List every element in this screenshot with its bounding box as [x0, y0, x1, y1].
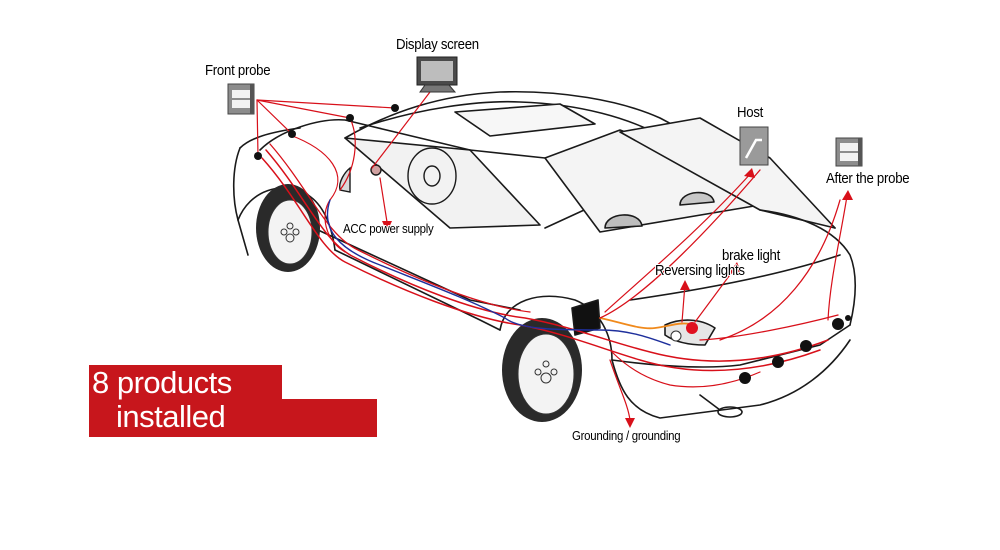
host-icon: [739, 126, 769, 166]
banner-background-top: [89, 365, 282, 399]
display-screen-icon: [416, 56, 458, 93]
banner-line-1: 8 products: [92, 365, 232, 400]
label-host: Host: [737, 104, 764, 121]
wiring: [256, 91, 848, 421]
reversing-light-dot: [670, 330, 682, 342]
banner-line-2: installed: [116, 399, 226, 434]
label-display-screen: Display screen: [396, 36, 479, 53]
car-body: [232, 90, 857, 419]
label-reversing-lights: Reversing lights: [655, 262, 745, 279]
front-wheel: [256, 184, 320, 272]
rear-wheel: [502, 318, 582, 422]
banner-background-bottom: [89, 399, 377, 437]
label-after-probe: After the probe: [826, 170, 910, 187]
label-front-probe: Front probe: [205, 62, 271, 79]
brake-light-dot: [686, 322, 698, 334]
after-probe-icon: [835, 137, 863, 167]
label-grounding: Grounding / grounding: [572, 428, 681, 443]
label-acc-power: ACC power supply: [343, 221, 434, 236]
probe-sensors: [254, 104, 851, 384]
front-probe-icon: [227, 83, 255, 115]
arrowheads: [382, 168, 853, 428]
label-brake-light: brake light: [722, 247, 781, 264]
